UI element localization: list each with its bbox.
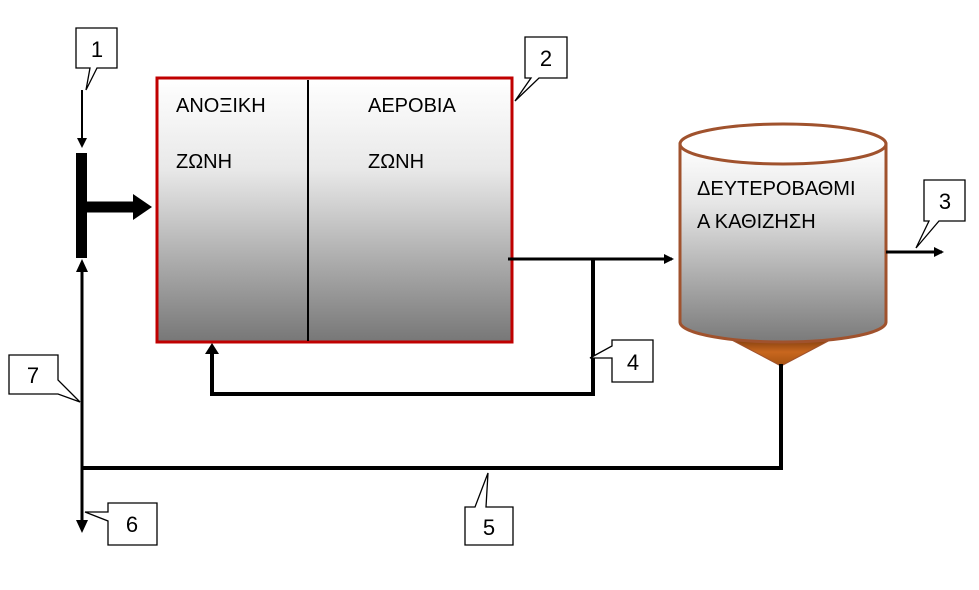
anoxic-zone-label-line1: ΑΝΟΞΙΚΗ <box>176 95 266 117</box>
clarifier-body <box>678 142 888 344</box>
reactor-body <box>155 76 514 344</box>
aerobic-zone-label-line1: ΑΕΡΟΒΙΑ <box>368 95 456 117</box>
callout-3-number: 3 <box>939 189 951 214</box>
waste-sludge-arrow-icon <box>76 520 88 533</box>
callout-5-box <box>464 472 514 546</box>
callout-4-box <box>589 339 654 383</box>
internal-recycle-arrow-icon <box>205 343 219 354</box>
callout-7-box <box>8 354 81 403</box>
anoxic-zone-label-line2: ΖΩΝΗ <box>176 151 232 173</box>
clarifier-label-line1: ΔΕΥΤΕΡΟΒΑΘΜΙ <box>697 178 856 200</box>
clarifier-label-line2: Α ΚΑΘΙΖΗΣΗ <box>697 211 816 233</box>
return-sludge-arrow-icon <box>76 259 88 272</box>
pipes <box>76 90 944 533</box>
callout-6-box <box>84 502 158 546</box>
sludge-return-pipe <box>82 364 783 470</box>
callout-3-box <box>915 179 966 249</box>
callout-7-number: 7 <box>27 363 39 388</box>
callout-5-number: 5 <box>483 515 495 540</box>
clarifier-top <box>678 122 888 166</box>
reactor-tank: ΑΝΟΞΙΚΗ ΖΩΝΗ ΑΕΡΟΒΙΑ ΖΩΝΗ <box>155 76 514 344</box>
callout-numbers: 1 2 3 4 5 6 7 <box>27 37 951 540</box>
callout-6-number: 6 <box>126 512 138 537</box>
secondary-clarifier: ΔΕΥΤΕΡΟΒΑΘΜΙ Α ΚΑΘΙΖΗΣΗ <box>678 122 888 367</box>
callout-4-number: 4 <box>627 350 639 375</box>
mixing-header-bar <box>76 153 87 258</box>
internal-recycle-pipe <box>210 259 595 396</box>
aerobic-zone-label-line2: ΖΩΝΗ <box>368 151 424 173</box>
reactor-feed-arrow-icon <box>133 194 152 220</box>
callout-1-box <box>75 27 118 91</box>
callout-2-box <box>514 36 568 102</box>
callout-2-number: 2 <box>540 46 552 71</box>
callouts <box>8 27 966 546</box>
callout-1-number: 1 <box>91 37 103 62</box>
